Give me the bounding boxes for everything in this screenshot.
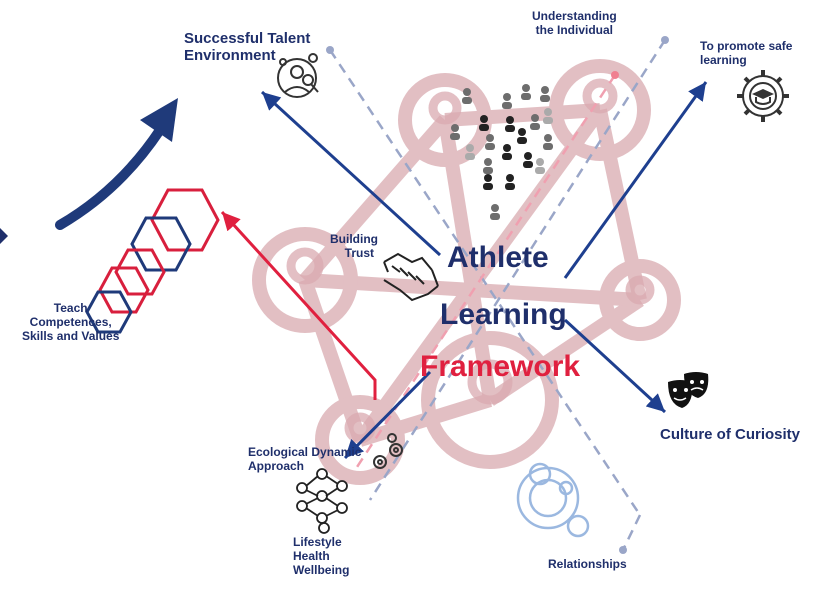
people-crowd-icon — [450, 84, 553, 220]
graduation-gear-icon — [737, 70, 789, 122]
framework-title-line1: Athlete — [447, 241, 549, 274]
background-network — [252, 59, 681, 485]
framework-title-line3: Framework — [420, 350, 581, 383]
label-relationships: Relationships — [548, 557, 627, 571]
framework-title-line2: Learning — [440, 298, 567, 331]
label-lifestyle-health-wellbeing: Lifestyle Health Wellbeing — [293, 535, 350, 577]
label-understanding-individual: Understanding the Individual — [532, 9, 617, 37]
label-promote-safe-learning: To promote safe learning — [700, 39, 793, 67]
circles-icon — [516, 462, 590, 538]
theatre-masks-icon — [668, 372, 709, 408]
hexagon-chain-icon — [85, 188, 220, 334]
label-successful-talent-environment: Successful Talent Environment — [184, 30, 311, 65]
arrow-to-safe-learning — [563, 81, 708, 279]
dot-top-right — [661, 36, 669, 44]
background-network-heads — [286, 78, 655, 444]
bulb-gear-icon — [277, 53, 319, 98]
arrow-to-ecological — [343, 370, 432, 460]
neural-network-icon — [296, 468, 348, 534]
left-edge-chevron-icon — [0, 228, 8, 244]
label-culture-of-curiosity: Culture of Curiosity — [660, 426, 801, 443]
handshake-icon — [383, 252, 439, 302]
arrow-to-curiosity — [563, 318, 667, 414]
label-ecological-dynamic: Ecological Dynamic Approach — [248, 445, 362, 473]
arrow-to-talent-environment — [260, 90, 442, 257]
gears-icon — [373, 433, 403, 469]
dot-pink — [611, 71, 619, 79]
dot-bottom-right — [619, 546, 627, 554]
rising-arrow-icon — [55, 98, 178, 230]
label-teach-competences: Teach Competences, Skills and Values — [22, 301, 120, 343]
arrow-to-competences — [220, 210, 377, 400]
label-building-trust: Building Trust — [330, 232, 378, 260]
dot-top-left — [326, 46, 334, 54]
